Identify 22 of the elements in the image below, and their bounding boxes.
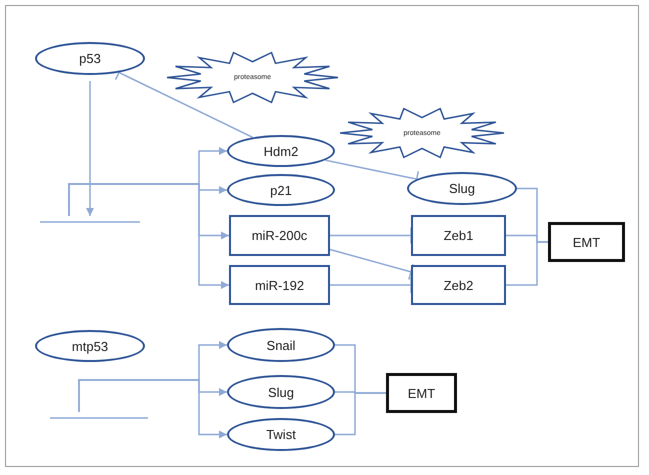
- box-node: Zeb2: [411, 265, 506, 305]
- oval-node: Snail: [227, 328, 335, 362]
- box-node: Zeb1: [411, 215, 506, 256]
- box-node: EMT: [548, 222, 625, 262]
- arrow: [78, 379, 227, 438]
- inhibition-line: [330, 226, 412, 244]
- inhibition-line: [330, 276, 412, 294]
- inhibition-line: [330, 248, 414, 280]
- box-node: EMT: [386, 373, 457, 413]
- box-node: miR-192: [229, 265, 330, 305]
- bracket-connector: [335, 392, 386, 436]
- arrow: [68, 183, 229, 289]
- oval-node: p21: [227, 174, 335, 206]
- oval-node: Slug: [227, 375, 335, 409]
- oval-node: Twist: [227, 418, 335, 451]
- bracket-connector: [506, 241, 548, 286]
- oval-node: mtp53: [35, 330, 145, 362]
- box-node: miR-200c: [229, 215, 330, 256]
- oval-node: Slug: [407, 172, 517, 205]
- oval-node: Hdm2: [227, 135, 335, 167]
- arrow: [86, 81, 94, 216]
- oval-node: p53: [35, 42, 145, 75]
